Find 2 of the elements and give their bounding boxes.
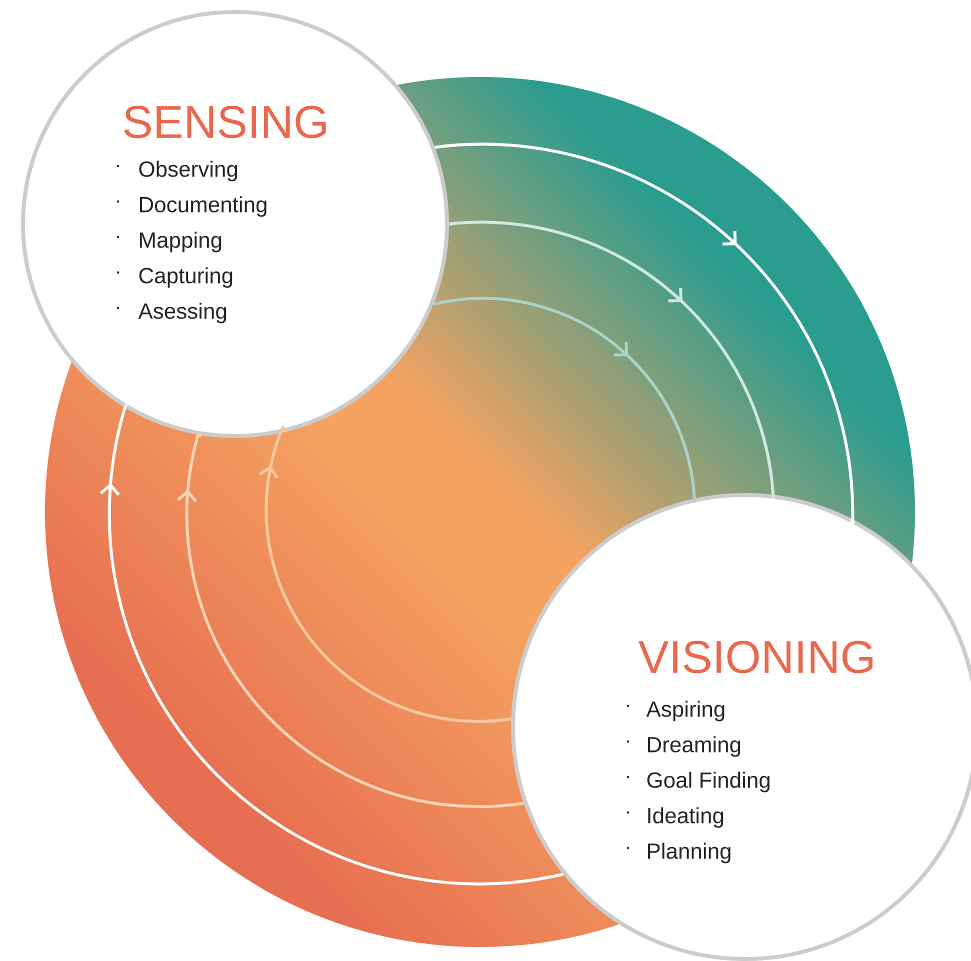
circle-node: SENSING Observing Documenting Mapping Capturing Asessing [21, 10, 449, 438]
circle-node: VISIONING Aspiring Dreaming Goal Finding Ideating Planning [511, 493, 971, 961]
